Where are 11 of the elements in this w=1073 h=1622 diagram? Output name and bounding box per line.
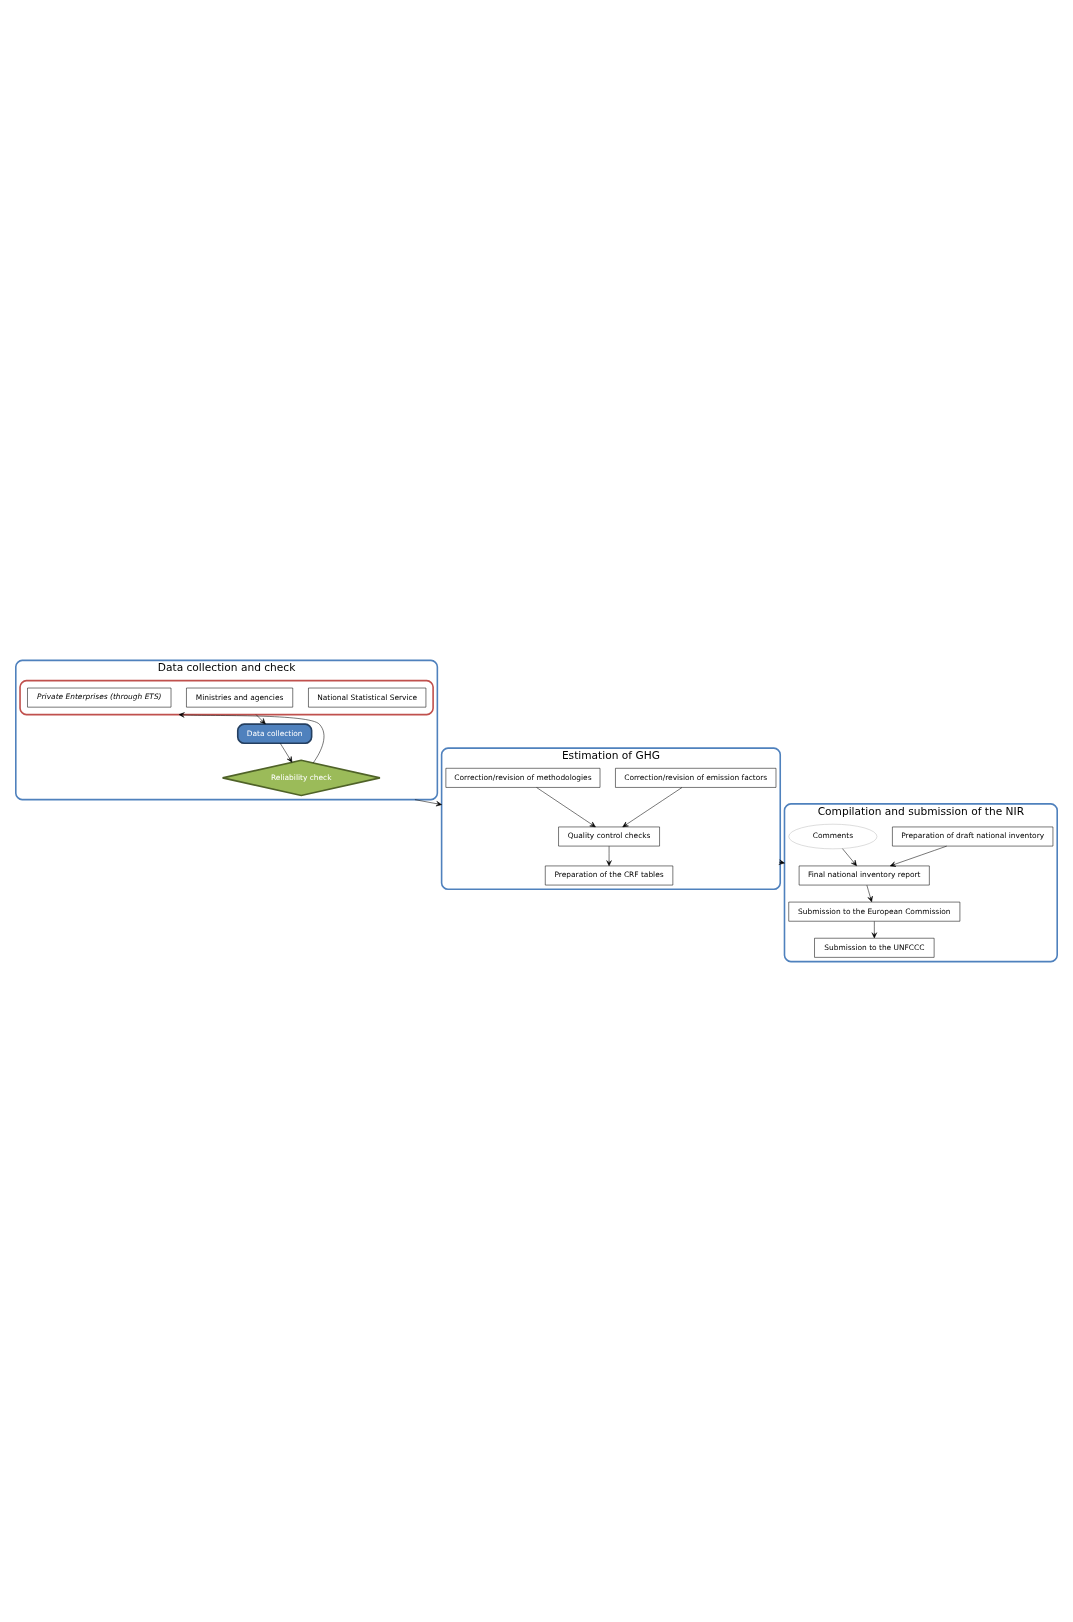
arrow [622, 787, 683, 828]
arrow [536, 787, 596, 828]
arrow [178, 712, 325, 764]
arrow [280, 743, 293, 763]
arrow [414, 799, 442, 807]
arrow [889, 845, 947, 867]
arrow [255, 714, 266, 725]
arrow [606, 845, 612, 867]
arrow [842, 848, 857, 866]
arrow [866, 885, 873, 903]
arrow [871, 921, 877, 939]
